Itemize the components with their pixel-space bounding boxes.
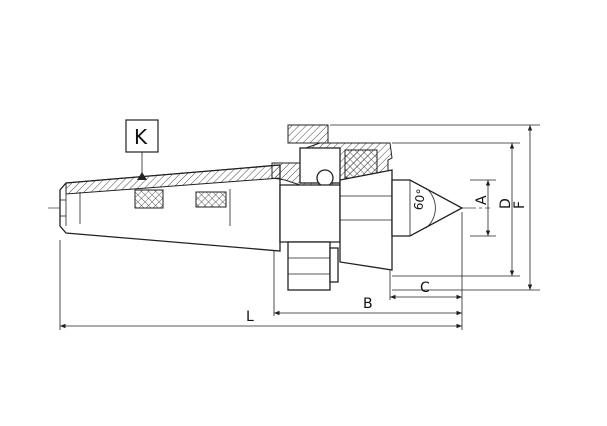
dimension-L: L bbox=[59, 309, 462, 329]
angle-label: 60° bbox=[411, 188, 428, 211]
center-point bbox=[391, 179, 464, 237]
svg-text:B: B bbox=[363, 296, 373, 312]
dimension-A: A bbox=[470, 179, 496, 237]
bearing-housing bbox=[271, 124, 393, 291]
dimension-F: F bbox=[330, 124, 540, 291]
dimension-B: B bbox=[274, 296, 462, 316]
svg-text:L: L bbox=[246, 309, 254, 325]
taper-shank bbox=[59, 164, 281, 252]
dimension-D: D bbox=[392, 142, 520, 277]
dimension-C: C bbox=[390, 280, 462, 300]
svg-text:C: C bbox=[420, 280, 430, 296]
ball-bearing bbox=[316, 169, 334, 187]
datum-k-label: K bbox=[134, 125, 148, 149]
svg-text:F: F bbox=[512, 201, 528, 209]
datum-k-box bbox=[125, 119, 159, 153]
angle-arc bbox=[425, 187, 436, 229]
svg-text:D: D bbox=[498, 198, 514, 209]
svg-text:A: A bbox=[474, 195, 490, 205]
datum-k-marker bbox=[137, 172, 147, 180]
